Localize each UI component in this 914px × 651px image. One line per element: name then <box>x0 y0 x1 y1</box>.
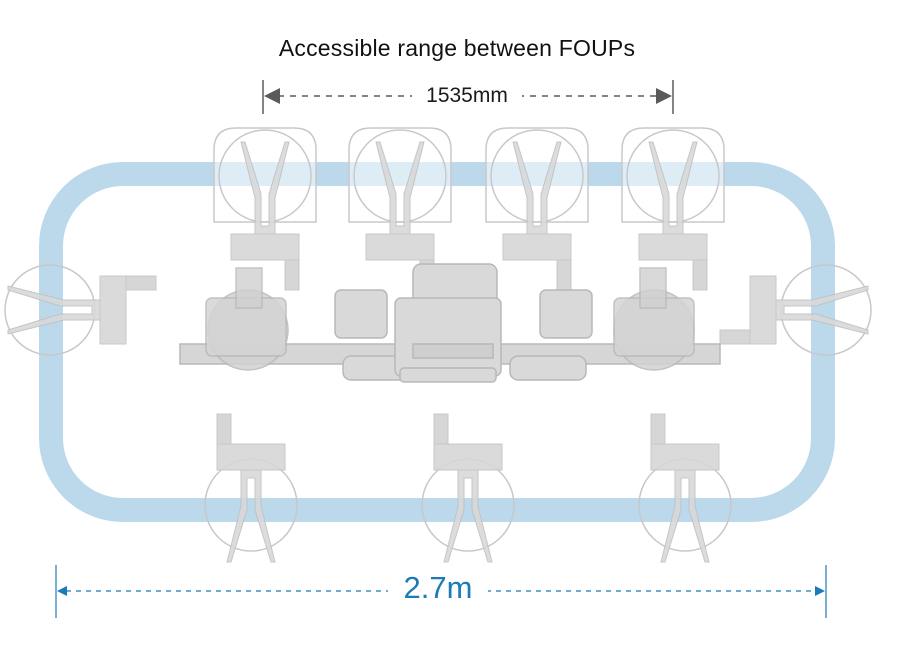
dimension-line-top <box>262 80 674 114</box>
dimension-label-bottom: 2.7m <box>388 570 488 606</box>
robot-body <box>179 263 721 383</box>
diagram-title: Accessible range between FOUPs <box>278 35 636 61</box>
dimension-label-top: 1535mm <box>412 84 522 108</box>
foup-stations-top <box>213 127 725 223</box>
